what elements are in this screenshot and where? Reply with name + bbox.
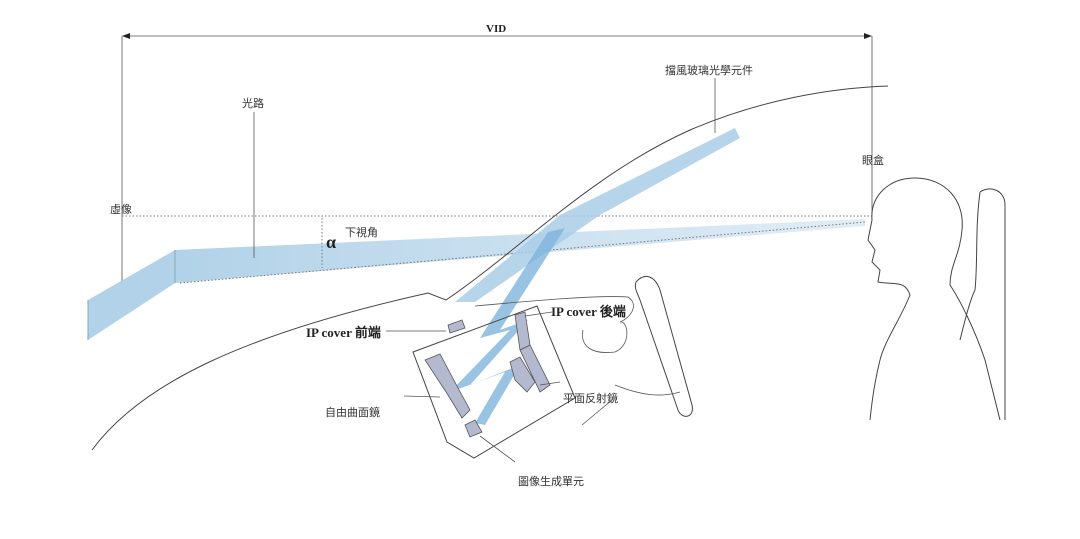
virtual-image [88,250,175,340]
vid-dimension: VID [121,23,873,285]
ip-cover-rear-label: IP cover 後端 [551,304,626,319]
ip-cover-rear-part [514,311,531,351]
steering-wheel [634,275,693,417]
image-generation-unit-label: 圖像生成單元 [518,474,584,488]
virtual-image-label: 虛像 [110,203,132,216]
alpha-symbol: α [326,232,336,252]
flat-mirror-label: 平面反射鏡 [563,391,618,405]
reflected-beam [450,228,565,425]
windshield-element-label: 擋風玻璃光學元件 [665,63,753,77]
ip-cover-front-label: IP cover 前端 [306,325,381,340]
seat-outline [959,188,1006,420]
freeform-mirror [424,353,471,419]
flat-mirror [509,356,536,393]
ip-cover-front-part [447,319,466,334]
light-path-label: 光路 [242,96,264,110]
vid-label: VID [486,23,506,35]
eyebox-label: 眼盒 [862,153,884,167]
windshield-optical-band [455,128,740,302]
look-down-angle-label: 下視角 [345,225,378,239]
image-generation-unit-part [464,419,483,438]
driver-outline [867,177,1001,421]
hud-housing [412,305,576,459]
freeform-mirror-label: 自由曲面鏡 [325,405,380,419]
windshield-outline [91,85,889,451]
